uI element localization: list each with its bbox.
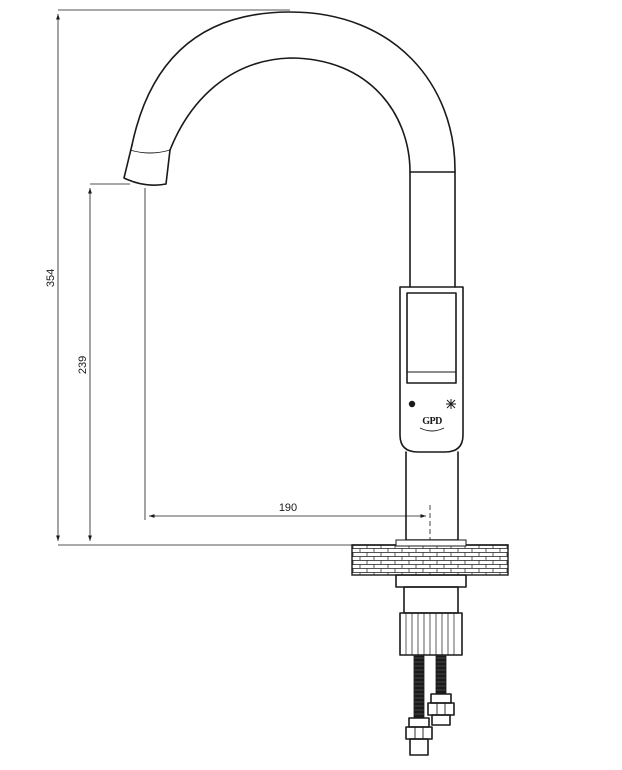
cold-indicator-icon [446,399,456,409]
dimension-label-239: 239 [77,356,89,374]
dimension-label-354: 354 [45,269,57,287]
countertop-section [351,539,509,576]
faucet-spout [123,11,456,288]
mounting-assembly [395,574,467,656]
dimension-spout-height: 239 [77,183,130,541]
supply-hoses [405,655,455,756]
dimension-total-height: 354 [45,9,400,546]
hot-indicator-icon [408,400,416,408]
dimension-reach: 190 [144,188,431,545]
brand-logo: GPD [422,416,442,427]
dimension-label-190: 190 [279,502,297,514]
faucet-body: GPD [399,286,466,541]
